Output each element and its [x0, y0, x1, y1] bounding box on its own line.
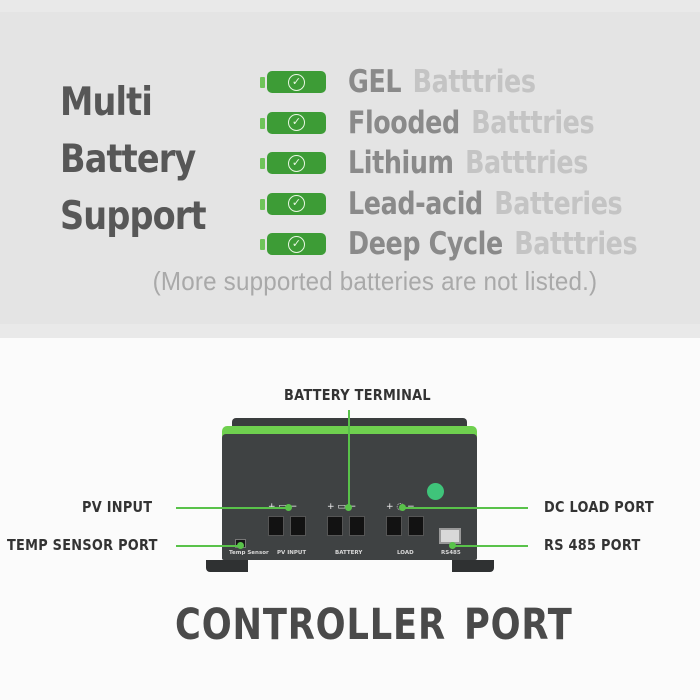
- load-silkscreen: LOAD: [397, 550, 414, 556]
- load-terminal-negative[interactable]: [408, 516, 424, 536]
- battery-type-label: Flooded: [348, 104, 460, 141]
- mounting-foot-right: [452, 560, 494, 572]
- pv-input-callout-line: [176, 507, 288, 509]
- battery-check-icon: ✓: [260, 152, 326, 175]
- rs485-port-label: RS 485 PORT: [544, 536, 641, 554]
- battery-check-icon: ✓: [260, 111, 326, 134]
- pv-terminal-negative[interactable]: [290, 516, 306, 536]
- battery-word-label: Batttries: [465, 145, 588, 182]
- list-item-deep-cycle: ✓ Deep Cycle Batttries: [260, 224, 700, 265]
- battery-word-label: Batteries: [494, 185, 623, 222]
- battery-word-label: Batttries: [471, 104, 595, 141]
- pv-input-callout-dot: [285, 504, 292, 511]
- status-led: [427, 483, 444, 500]
- battery-check-icon: ✓: [260, 233, 326, 256]
- battery-type-label: Deep Cycle: [348, 226, 503, 263]
- multi-battery-support-title: Multi Battery Support: [60, 74, 223, 245]
- more-batteries-note: (More supported batteries are not listed…: [152, 266, 598, 296]
- temp-sensor-port-label: TEMP SENSOR PORT: [7, 536, 158, 554]
- list-item-gel: ✓ GEL Batttries: [260, 62, 700, 103]
- battery-check-icon: ✓: [260, 192, 326, 215]
- battery-terminal-callout-dot: [345, 504, 352, 511]
- battery-polarity-marks: + ▭ −: [327, 502, 357, 512]
- title-word-port: PORT: [463, 600, 573, 650]
- battery-type-label: Lithium: [348, 145, 454, 182]
- pv-input-label: PV INPUT: [82, 498, 153, 516]
- battery-terminal-positive[interactable]: [327, 516, 343, 536]
- title-line-battery: Battery: [60, 137, 196, 182]
- title-line-multi: Multi: [60, 80, 153, 125]
- title-word-controller: CONTROLLER: [175, 600, 446, 650]
- list-item-lead-acid: ✓ Lead-acid Batteries: [260, 184, 700, 225]
- battery-silkscreen: BATTERY: [335, 550, 363, 556]
- list-item-flooded: ✓ Flooded Batttries: [260, 103, 700, 144]
- battery-terminal-callout-line: [348, 410, 350, 508]
- battery-word-label: Batttries: [412, 64, 536, 101]
- rs485-callout-dot: [449, 542, 456, 549]
- temp-sensor-callout-line: [176, 545, 240, 547]
- dc-load-port-label: DC LOAD PORT: [544, 498, 654, 516]
- battery-type-label: Lead-acid: [348, 185, 483, 222]
- battery-check-icon: ✓: [260, 71, 326, 94]
- temp-sensor-silkscreen: Temp Sensor: [229, 550, 269, 556]
- battery-terminal-negative[interactable]: [349, 516, 365, 536]
- battery-word-label: Batttries: [514, 226, 638, 263]
- temp-sensor-callout-dot: [237, 542, 244, 549]
- rs485-callout-line: [452, 545, 528, 547]
- rs485-silkscreen: RS485: [441, 550, 461, 556]
- list-item-lithium: ✓ Lithium Batttries: [260, 143, 700, 184]
- dc-load-callout-line: [402, 507, 528, 509]
- battery-support-panel: Multi Battery Support ✓ GEL Batttries ✓ F…: [0, 12, 700, 324]
- mounting-foot-left: [206, 560, 248, 572]
- battery-terminal-label: BATTERY TERMINAL: [284, 386, 431, 404]
- pv-input-silkscreen: PV INPUT: [277, 550, 307, 556]
- title-line-support: Support: [60, 194, 207, 239]
- load-terminal-positive[interactable]: [386, 516, 402, 536]
- battery-type-label: GEL: [348, 64, 402, 101]
- controller-port-title: CONTROLLER PORT: [175, 600, 573, 650]
- dc-load-callout-dot: [399, 504, 406, 511]
- pv-terminal-positive[interactable]: [268, 516, 284, 536]
- controller-port-panel: BATTERY TERMINAL PV INPUT TEMP SENSOR PO…: [0, 338, 700, 700]
